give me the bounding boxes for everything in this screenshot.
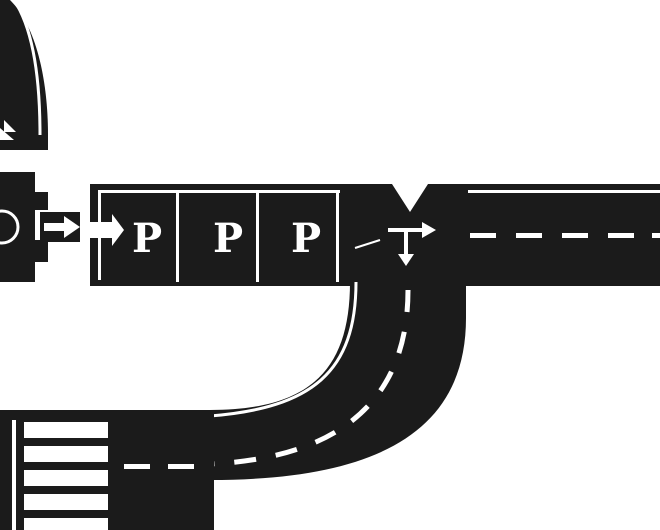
curved-road-piece-bottom (209, 281, 466, 480)
arrow-right-icon (64, 216, 80, 238)
connector-arrow-piece (40, 212, 80, 242)
arrow-down-icon (398, 254, 414, 266)
curved-road-piece-top-left (0, 0, 48, 150)
junction-piece-left (0, 150, 48, 282)
crosswalk (24, 422, 108, 530)
straight-road-piece-right (462, 184, 660, 286)
parking-lot-piece: P P P (90, 184, 348, 286)
t-junction-piece (348, 184, 466, 286)
arrow-up-icon (0, 150, 20, 160)
arrow-right-icon (422, 222, 436, 238)
arrow-right-icon (90, 214, 124, 246)
roundabout-circle (0, 209, 20, 245)
parking-sign: P (132, 215, 162, 262)
arrow-down-icon (392, 184, 428, 212)
parking-sign: P (213, 215, 243, 262)
crosswalk-road-piece-bottom (0, 410, 214, 530)
parking-sign: P (291, 215, 321, 262)
